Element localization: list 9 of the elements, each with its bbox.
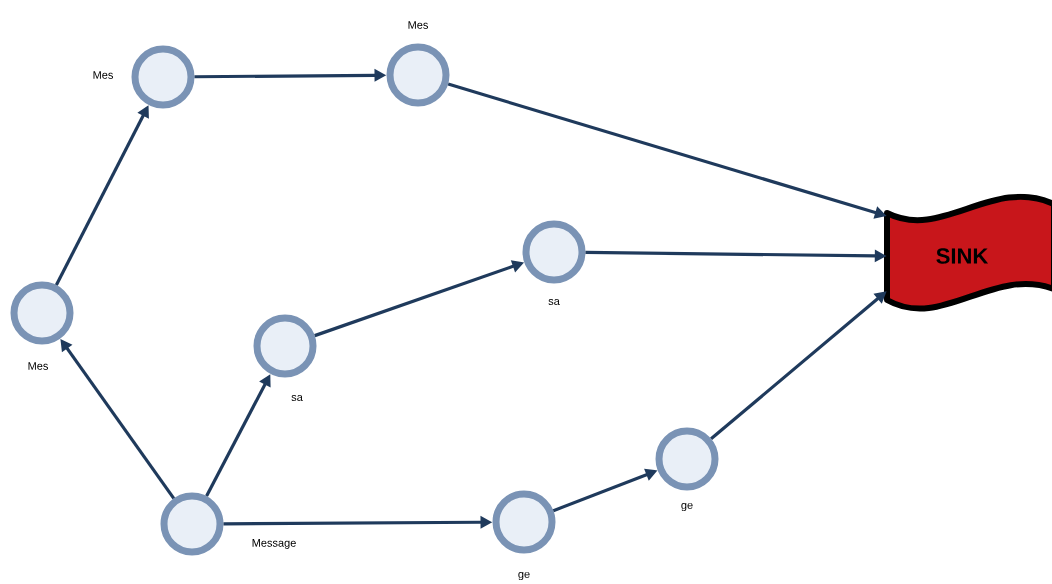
flag-label: SINK [936, 248, 989, 264]
node-label: ge [518, 571, 530, 581]
node-label: Mes [28, 362, 48, 370]
node-label: sa [291, 395, 303, 401]
node-label: Mes [408, 21, 428, 29]
node-label: Message [252, 539, 296, 549]
node-label: Mes [93, 71, 113, 79]
node-label: sa [548, 299, 560, 305]
node-label: ge [681, 502, 693, 512]
